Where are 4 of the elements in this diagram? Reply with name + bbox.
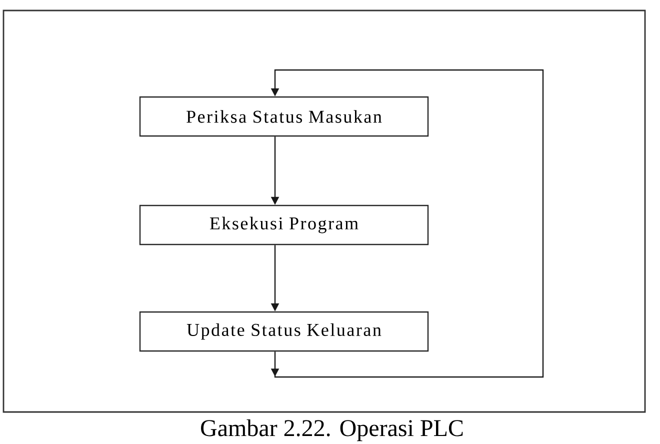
process-box: Periksa Status Masukan (139, 96, 429, 137)
caption: Gambar 2.22. Operasi PLC (201, 419, 463, 442)
process-box: Update Status Keluaran (139, 311, 429, 352)
process-box: Eksekusi Program (139, 204, 429, 246)
